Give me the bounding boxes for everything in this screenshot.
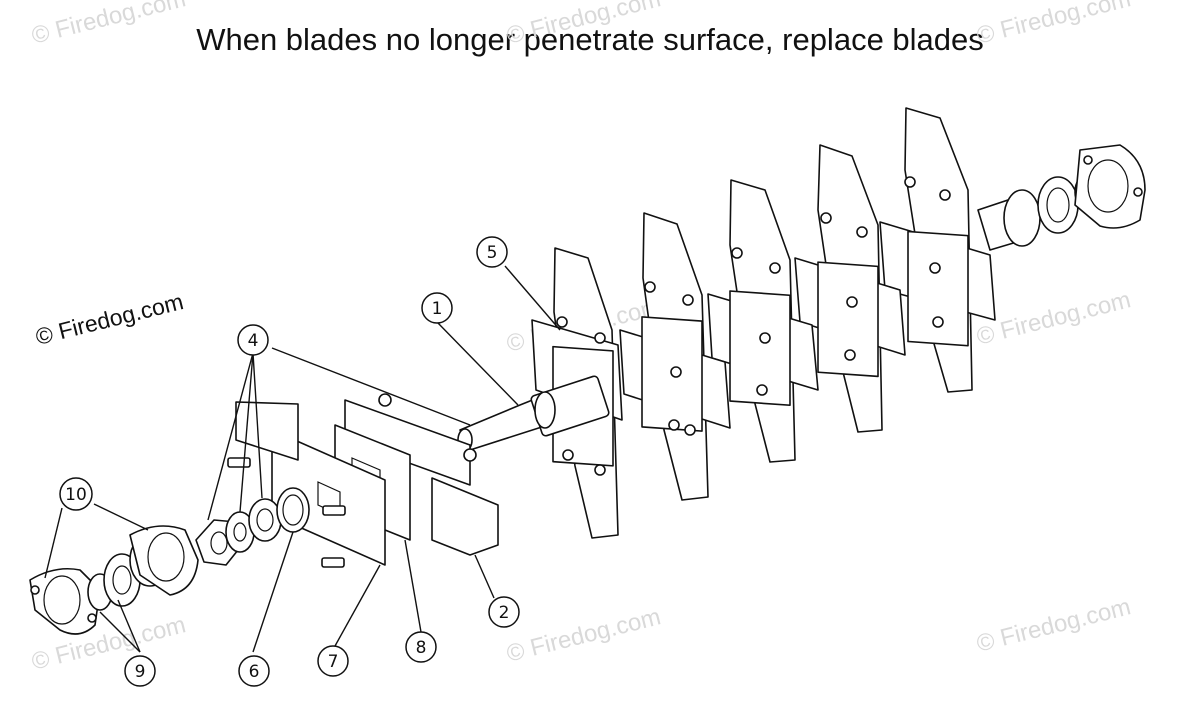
callout-6: 6 xyxy=(238,655,270,687)
collar-6 xyxy=(276,487,310,533)
blade-assembly-3 xyxy=(707,179,819,463)
leader-lines xyxy=(44,265,561,653)
callout-9: 9 xyxy=(124,655,156,687)
svg-text:10: 10 xyxy=(65,485,87,505)
bracket-2 xyxy=(235,401,499,556)
flat-washer xyxy=(248,498,282,542)
callout-8: 8 xyxy=(405,631,437,663)
svg-text:9: 9 xyxy=(135,662,146,682)
callout-4: 4 xyxy=(237,324,269,356)
callout-10: 10 xyxy=(59,477,93,511)
svg-text:4: 4 xyxy=(248,331,259,351)
right-bearing-assembly xyxy=(977,144,1146,251)
svg-text:8: 8 xyxy=(416,638,427,658)
side-plate-7 xyxy=(271,429,386,568)
mount-plate-back xyxy=(344,393,477,486)
left-bearing-assembly xyxy=(29,525,199,635)
callout-7: 7 xyxy=(317,645,349,677)
diagram-title: When blades no longer penetrate surface,… xyxy=(196,22,984,57)
blade-assembly-4 xyxy=(794,144,906,433)
svg-text:7: 7 xyxy=(328,652,339,672)
blade-assembly-5 xyxy=(879,107,996,393)
svg-text:5: 5 xyxy=(487,243,498,263)
bolt xyxy=(227,457,251,468)
svg-text:1: 1 xyxy=(432,299,443,319)
callout-5: 5 xyxy=(476,236,508,268)
svg-text:6: 6 xyxy=(249,662,260,682)
svg-text:2: 2 xyxy=(499,603,510,623)
callout-1: 1 xyxy=(421,292,453,324)
callout-2: 2 xyxy=(488,596,520,628)
blade-assembly-2 xyxy=(619,212,731,501)
